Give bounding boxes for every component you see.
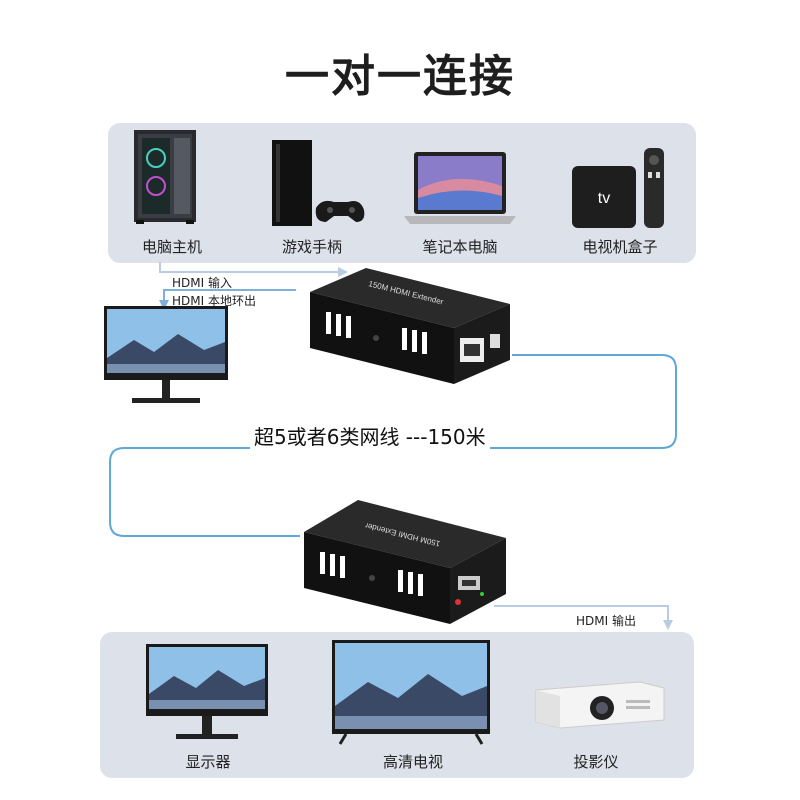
- game-console-icon: [272, 140, 365, 226]
- output-label-projector: 投影仪: [573, 753, 619, 771]
- hdmi-loop-out-label: HDMI 本地环出: [172, 294, 256, 308]
- source-label-console: 游戏手柄: [281, 238, 342, 256]
- hdmi-output-label: HDMI 输出: [576, 614, 636, 628]
- hdmi-input-label: HDMI 输入: [172, 276, 232, 290]
- output-label-monitor: 显示器: [185, 753, 231, 771]
- output-label-hdtv: 高清电视: [382, 753, 443, 771]
- source-label-pc: 电脑主机: [141, 238, 202, 256]
- monitor-icon: [146, 644, 268, 739]
- projector-icon: [535, 681, 665, 729]
- hdtv-icon: [332, 640, 490, 745]
- transmitter-extender: 150M HDMI Extender: [310, 268, 510, 384]
- pc-tower-icon: [134, 130, 196, 224]
- local-monitor-icon: [104, 306, 228, 403]
- source-label-laptop: 笔记本电脑: [422, 238, 498, 256]
- hdmi-input-arrow: [159, 262, 338, 273]
- tv-box-icon: tv: [572, 148, 664, 228]
- hdmi-loop-arrow: [163, 289, 296, 300]
- cable-label: 超5或者6类网线 ---150米: [250, 421, 490, 450]
- tv-box-text: tv: [598, 190, 610, 207]
- laptop-icon: [404, 152, 516, 224]
- receiver-extender: 150M HDMI Extender: [304, 500, 506, 624]
- page-title: 一对一连接: [285, 51, 515, 102]
- source-label-tvbox: 电视机盒子: [582, 238, 658, 256]
